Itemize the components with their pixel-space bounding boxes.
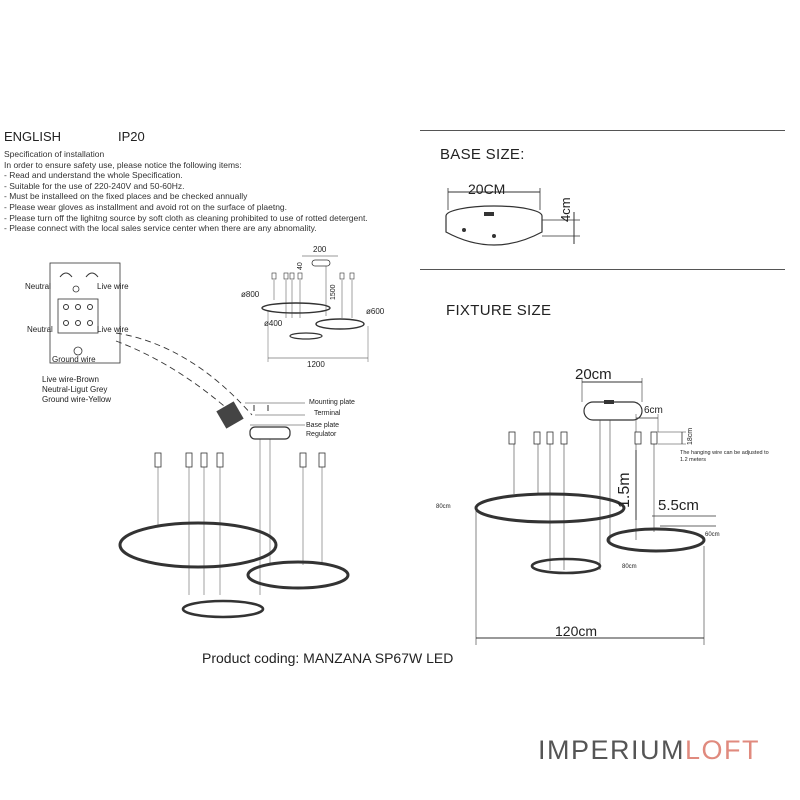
- ring-right-label: 60cm: [705, 532, 720, 538]
- hanger-width-label: 6cm: [644, 405, 663, 416]
- ring-small-label: 80cm: [622, 564, 637, 570]
- drop-length-label: 1.5m: [616, 472, 633, 508]
- ip-rating: IP20: [118, 129, 145, 144]
- brand-part-b: LOFT: [685, 735, 761, 765]
- brand-watermark: IMPERIUMLOFT: [538, 735, 760, 766]
- hanging-wire-note: The hanging wire can be adjusted to 1.2 …: [680, 450, 769, 463]
- wiring-ground: Ground wire: [52, 355, 96, 364]
- spec-item: - Must be installeed on the fixed places…: [4, 191, 248, 202]
- base-size-diagram: [445, 188, 580, 246]
- spec-intro: In order to ensure safety use, please no…: [4, 159, 242, 170]
- wiring-neutral-top: Neutral: [25, 282, 51, 291]
- base-height-label: 4cm: [558, 197, 573, 222]
- small-dim-width: 1200: [307, 360, 325, 369]
- small-dim-small-ring: ø400: [264, 319, 283, 328]
- base-diameter-label: 20CM: [468, 181, 506, 197]
- spec-item: - Please turn off the lighitng source by…: [4, 212, 368, 223]
- mounting-plate-label: Mounting plate: [309, 399, 355, 406]
- base-plate-label: Base plate: [306, 422, 340, 429]
- specification-block: Specification of installation In order t…: [4, 149, 368, 234]
- small-dim-right-ring: ø600: [366, 307, 385, 316]
- spec-item: - Please connect with the local sales se…: [4, 223, 317, 234]
- fixture-width-label: 120cm: [555, 623, 598, 639]
- regulator-label: Regulator: [306, 431, 337, 438]
- pendant-illustration: [118, 402, 350, 619]
- fixture-size-title: FIXTURE SIZE: [446, 302, 552, 319]
- small-dim-vertical-b: 1500: [330, 284, 337, 300]
- wiring-live-top: Live wire: [97, 282, 129, 291]
- ring-height-label: 5.5cm: [658, 497, 699, 514]
- wiring-live-mid: Live wire: [97, 325, 129, 334]
- spec-item: - Read and understand the whole Specific…: [4, 170, 183, 181]
- small-dim-top: 200: [313, 245, 327, 254]
- wiring-legend: Live wire-Brown Neutral-Ligut Grey Groun…: [42, 375, 111, 405]
- spec-item: - Suitable for the use of 220-240V and 5…: [4, 180, 185, 191]
- language-label: ENGLISH: [4, 129, 62, 144]
- wiring-neutral-mid: Neutral: [27, 325, 53, 334]
- divider-top: [420, 130, 785, 131]
- wiring-legend-item: Neutral-Ligut Grey: [42, 385, 108, 394]
- fixture-size-diagram: [474, 378, 716, 645]
- ring-left-label: 80cm: [436, 504, 451, 510]
- terminal-label: Terminal: [314, 410, 341, 417]
- brand-part-a: IMPERIUM: [538, 735, 685, 765]
- base-size-title: BASE SIZE:: [440, 146, 525, 163]
- spec-title: Specification of installation: [4, 149, 105, 159]
- wiring-legend-item: Ground wire-Yellow: [42, 395, 112, 404]
- wiring-legend-item: Live wire-Brown: [42, 375, 99, 384]
- product-coding: Product coding: MANZANA SP67W LED: [202, 650, 454, 666]
- small-dimension-sketch: [261, 255, 369, 362]
- small-dim-vertical-a: 40: [297, 262, 304, 270]
- canopy-diameter-label: 20cm: [575, 366, 612, 383]
- divider-mid: [420, 269, 785, 270]
- spec-item: - Please wear gloves as installment and …: [4, 201, 288, 212]
- hanger-height-label: 18cm: [687, 427, 694, 445]
- small-dim-left-ring: ø800: [241, 290, 260, 299]
- wiring-diagram: [49, 262, 253, 429]
